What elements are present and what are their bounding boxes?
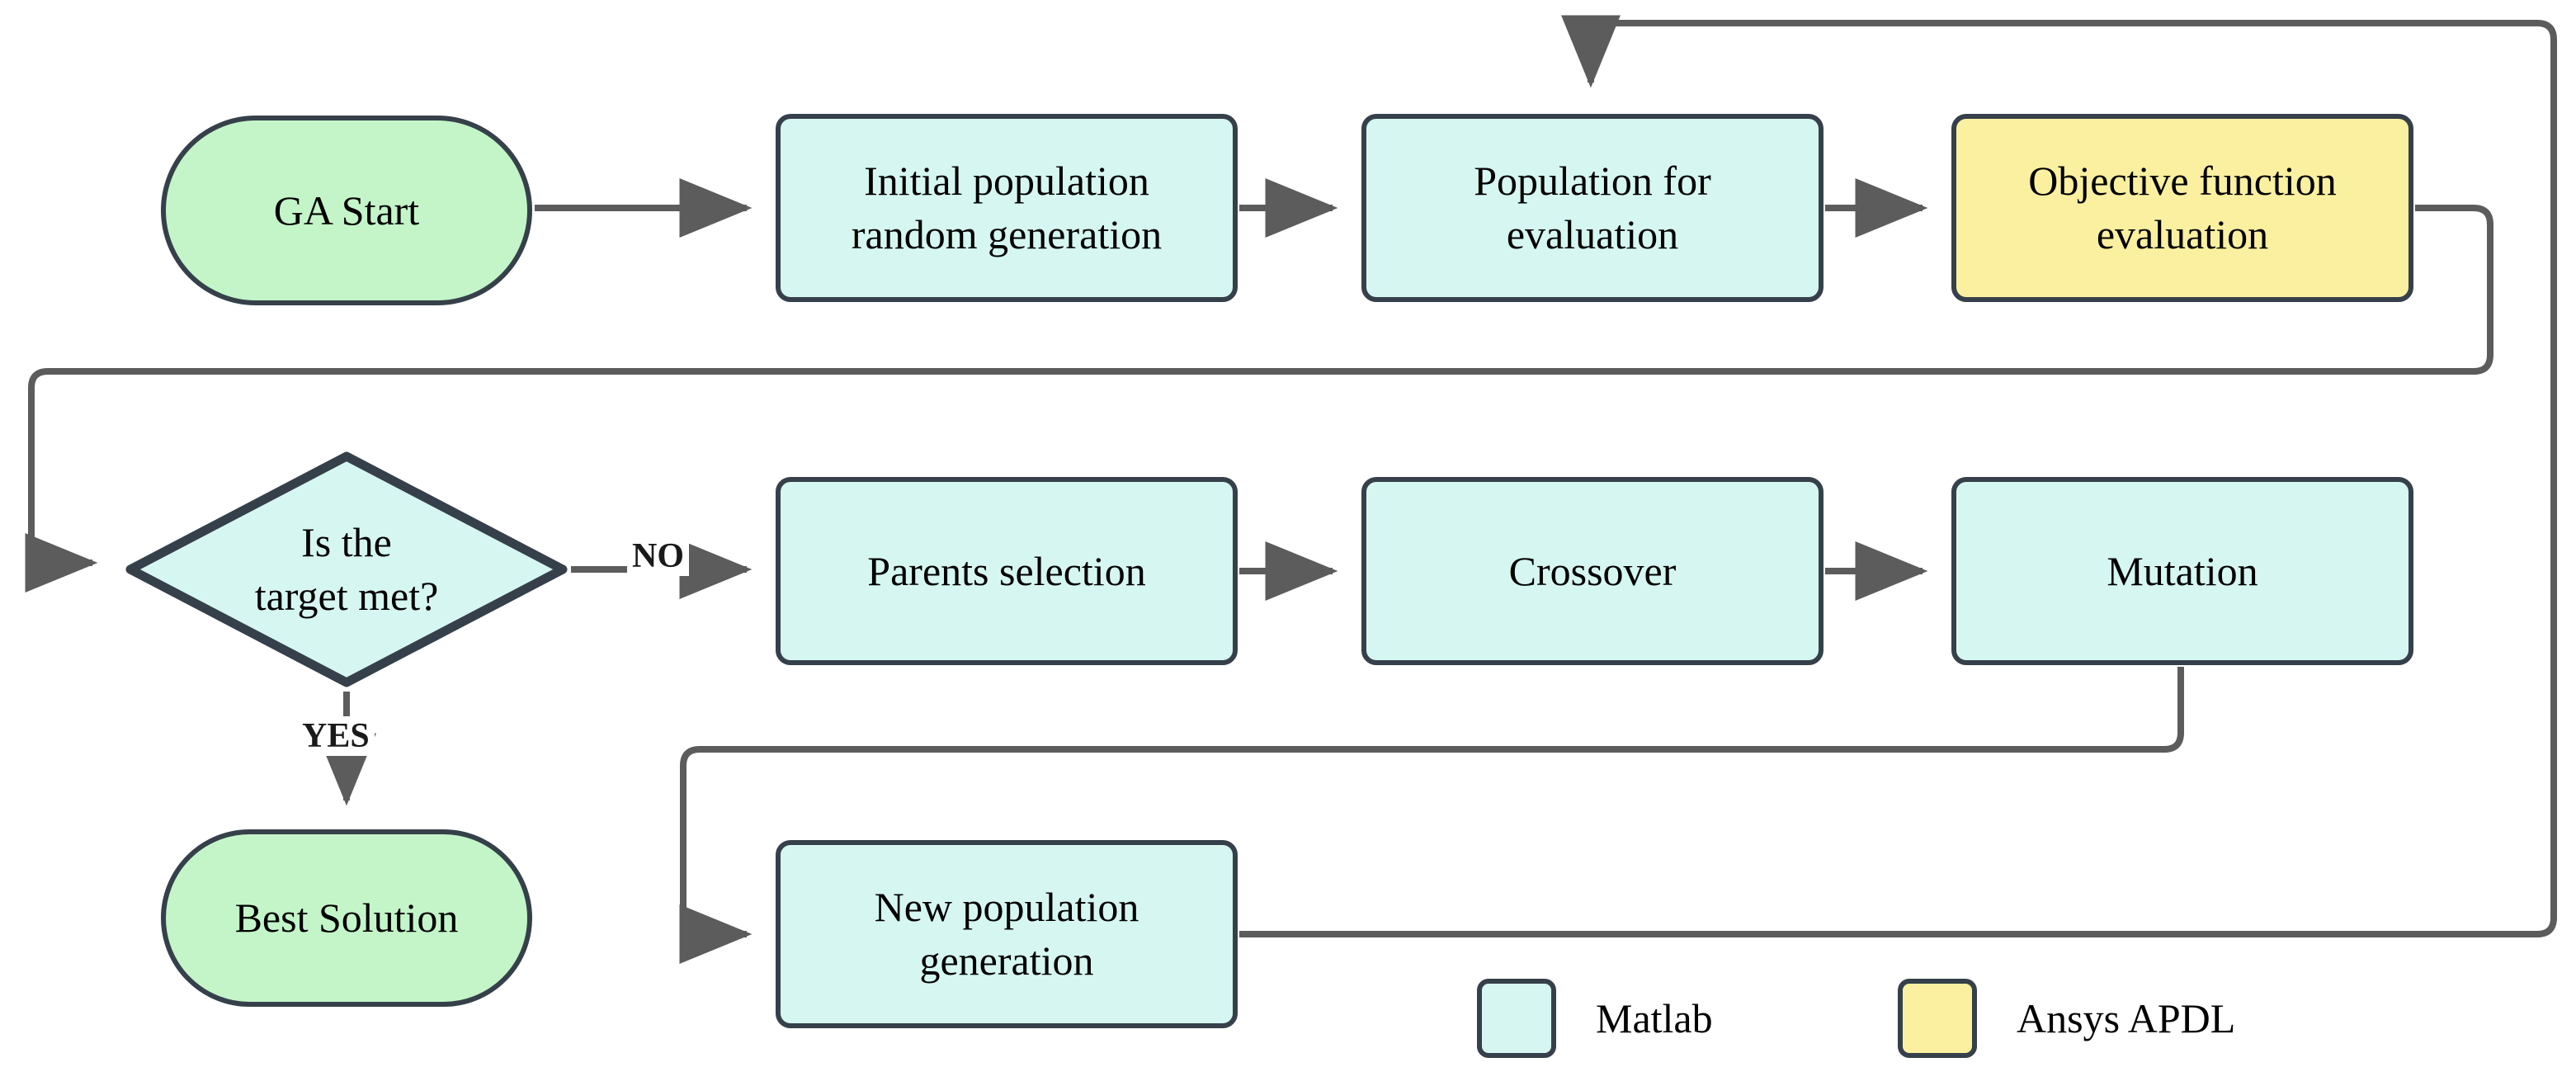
- node-ga-start[interactable]: GA Start: [161, 116, 532, 305]
- edge-label-no: NO: [627, 536, 689, 576]
- node-objective-function-evaluation-label: Objective function evaluation: [2028, 158, 2337, 257]
- node-crossover-label: Crossover: [1508, 547, 1677, 594]
- node-population-for-evaluation[interactable]: Population for evaluation: [1361, 114, 1823, 302]
- legend-item-ansys-apdl: Ansys APDL: [1898, 979, 2235, 1058]
- node-initial-population-label: Initial population random generation: [851, 158, 1163, 257]
- edge-new-population-generation-to-population-for-evaluation: [1239, 15, 2557, 937]
- node-initial-population[interactable]: Initial population random generation: [776, 114, 1238, 302]
- node-is-target-met[interactable]: Is the target met?: [124, 450, 569, 689]
- node-new-population-generation[interactable]: New population generation: [776, 840, 1238, 1028]
- legend-swatch-ansys-apdl: [1898, 979, 1977, 1058]
- node-parents-selection-label: Parents selection: [867, 547, 1146, 594]
- edge-objective-function-to-is-target-met: [25, 205, 2493, 593]
- legend-label-ansys-apdl: Ansys APDL: [2017, 995, 2236, 1041]
- node-objective-function-evaluation[interactable]: Objective function evaluation: [1951, 114, 2413, 302]
- node-best-solution-label: Best Solution: [234, 895, 459, 941]
- edge-mutation-to-new-population-generation: [679, 667, 2184, 964]
- node-mutation-label: Mutation: [2107, 547, 2258, 594]
- legend-label-matlab: Matlab: [1596, 995, 1713, 1041]
- node-parents-selection[interactable]: Parents selection: [776, 477, 1238, 665]
- edge-label-yes: YES: [297, 716, 375, 756]
- node-mutation[interactable]: Mutation: [1951, 477, 2413, 665]
- node-crossover[interactable]: Crossover: [1361, 477, 1823, 665]
- legend-swatch-matlab: [1477, 979, 1556, 1058]
- node-new-population-generation-label: New population generation: [874, 884, 1139, 984]
- node-population-for-evaluation-label: Population for evaluation: [1474, 158, 1711, 257]
- node-ga-start-label: GA Start: [273, 187, 420, 234]
- legend-item-matlab: Matlab: [1477, 979, 1713, 1058]
- diamond-shape: [125, 451, 568, 687]
- node-best-solution[interactable]: Best Solution: [161, 829, 532, 1007]
- node-is-target-met-label: Is the target met?: [254, 519, 439, 619]
